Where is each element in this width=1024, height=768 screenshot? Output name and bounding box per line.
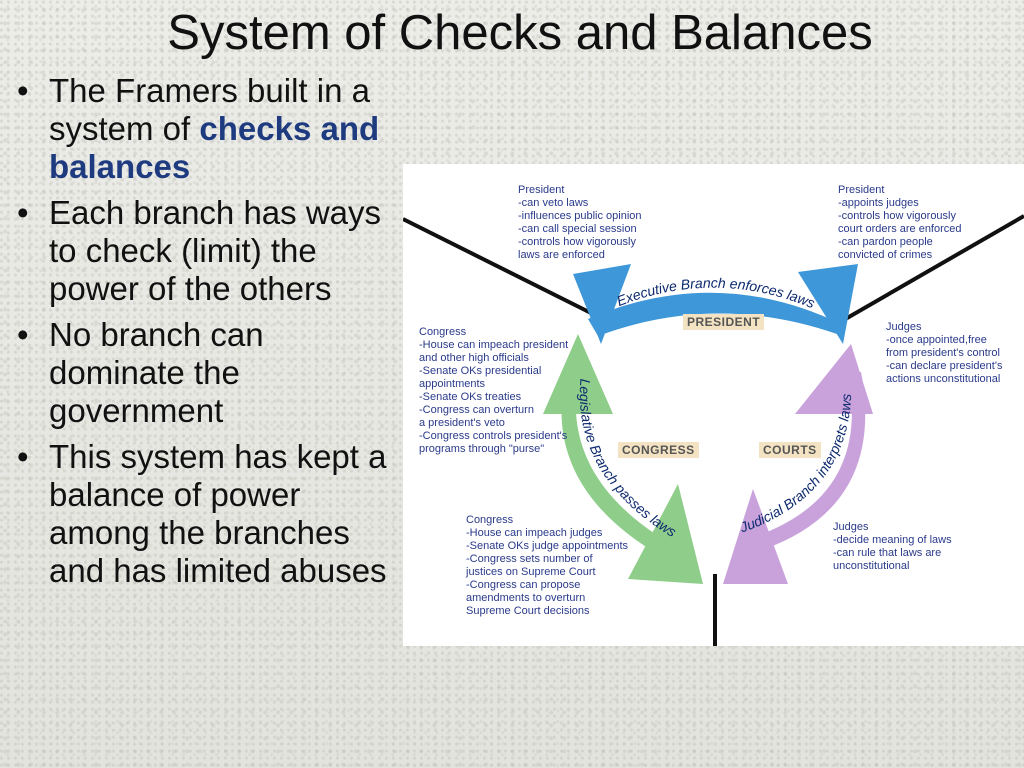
- divider-left: [403, 217, 614, 326]
- diagram-svg: Executive Branch enforces laws Legislati…: [403, 214, 1024, 646]
- bullet-text: Each branch has ways to check (limit) th…: [49, 194, 382, 307]
- bullet-item: The Framers built in a system of checks …: [14, 72, 394, 186]
- note-president-over-courts: President -appoints judges -controls how…: [838, 184, 962, 261]
- bullet-text: The Framers built in a system of: [49, 72, 370, 147]
- executive-arrowhead-left: [573, 264, 631, 344]
- note-judges-over-congress: Judges -decide meaning of laws -can rule…: [833, 521, 952, 572]
- judicial-arrow-label: Judicial Branch interprets laws: [737, 393, 854, 535]
- checks-balances-diagram: Executive Branch enforces laws Legislati…: [403, 164, 1024, 646]
- bullet-item: No branch can dominate the government: [14, 316, 394, 430]
- bullet-text: This system has kept a balance of power …: [49, 438, 387, 589]
- note-president-over-congress: President -can veto laws -influences pub…: [518, 184, 642, 261]
- judicial-arrowhead-bottom: [723, 489, 788, 584]
- judicial-arrowhead-top: [795, 344, 873, 414]
- bullet-item: Each branch has ways to check (limit) th…: [14, 194, 394, 308]
- executive-arrow: [588, 292, 841, 336]
- slide-title: System of Checks and Balances: [167, 6, 873, 60]
- bullet-item: This system has kept a balance of power …: [14, 438, 394, 590]
- note-judges-over-president: Judges -once appointed,free from preside…: [886, 321, 1003, 385]
- executive-arrowhead-right: [798, 264, 858, 344]
- divider-right: [827, 214, 1024, 331]
- courts-label: COURTS: [759, 442, 821, 458]
- bullet-text: No branch can dominate the government: [49, 316, 264, 429]
- bullet-list: The Framers built in a system of checks …: [14, 72, 394, 598]
- president-label: PRESIDENT: [683, 314, 765, 330]
- note-congress-over-courts: Congress -House can impeach judges -Sena…: [466, 514, 629, 617]
- legislative-arrowhead-top: [543, 334, 613, 414]
- congress-label: CONGRESS: [618, 442, 699, 458]
- legislative-arrowhead-bottom: [628, 484, 703, 584]
- note-congress-over-president: Congress -House can impeach president an…: [419, 326, 569, 455]
- bullet-highlight: checks and balances: [49, 110, 380, 185]
